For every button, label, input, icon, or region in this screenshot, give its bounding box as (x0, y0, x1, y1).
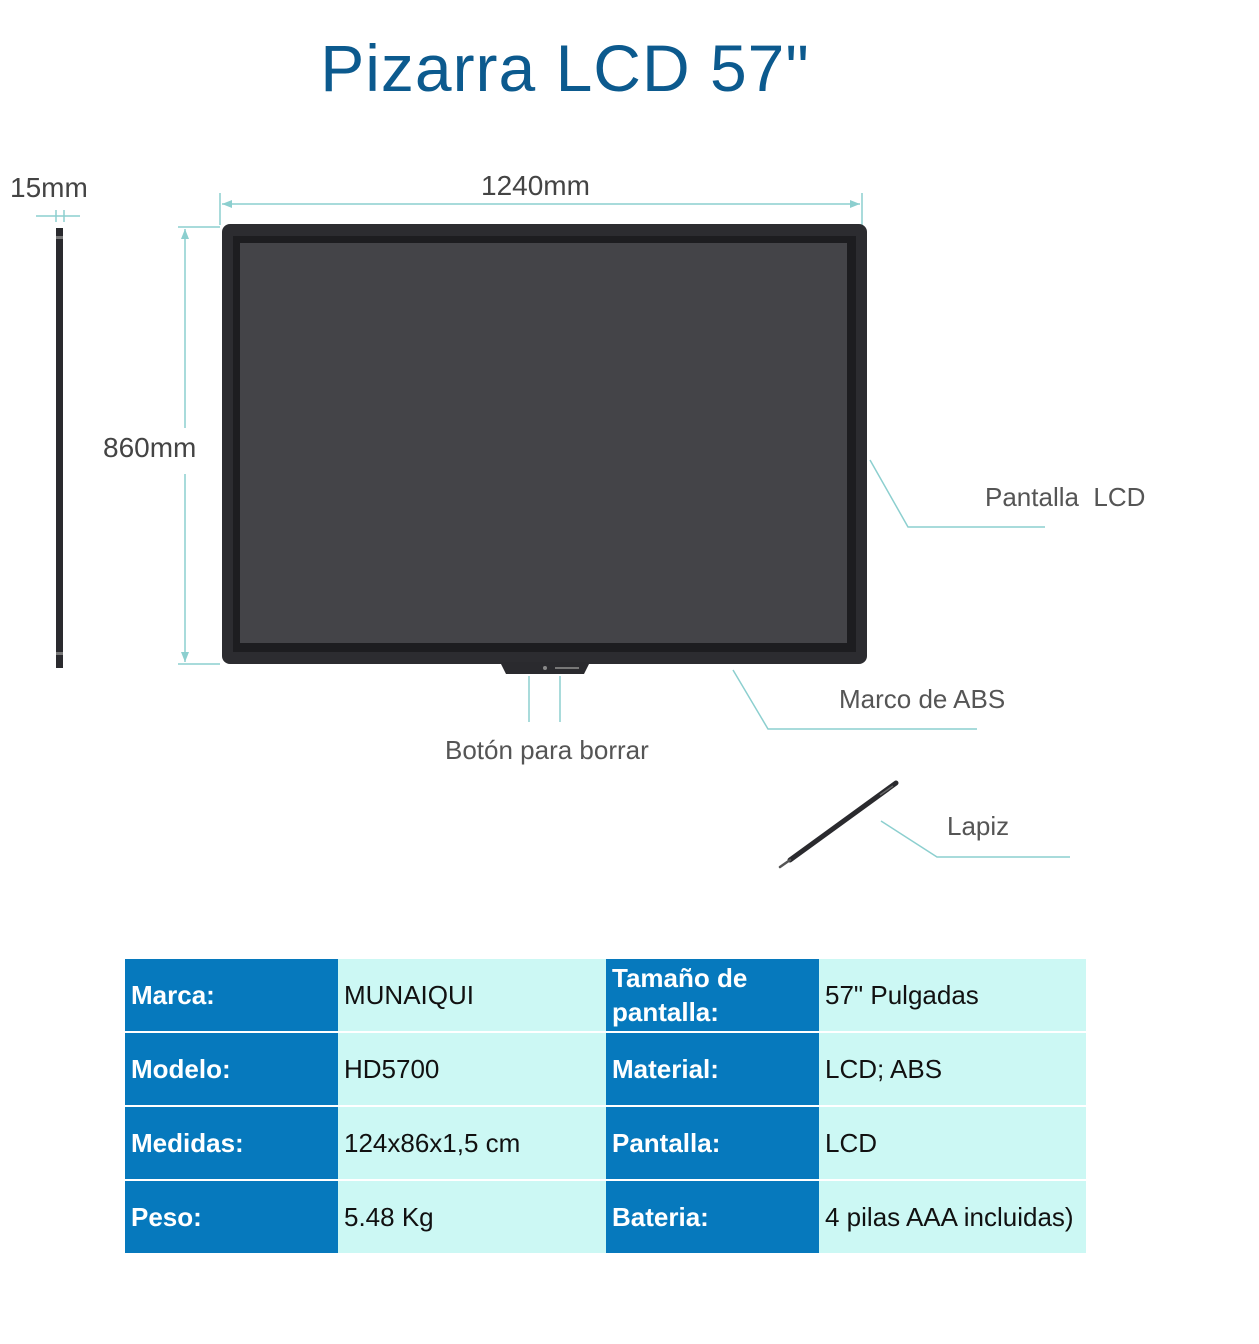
lcd-screen (240, 243, 847, 643)
table-row: Medidas: 124x86x1,5 cm Pantalla: LCD (125, 1106, 1086, 1181)
lcd-board (222, 224, 867, 674)
table-row: Marca: MUNAIQUI Tamaño de pantalla: 57" … (125, 959, 1086, 1033)
width-label: 1240mm (481, 170, 590, 201)
spec-label: Modelo: (125, 1032, 338, 1107)
spec-value: HD5700 (338, 1032, 606, 1107)
spec-label: Tamaño de pantalla: (606, 959, 819, 1033)
frame-callout: Marco de ABS (839, 684, 1006, 714)
page-title: Pizarra LCD 57" (320, 31, 810, 105)
spec-value: 57" Pulgadas (819, 959, 1086, 1033)
pen-leader-line (880, 820, 1070, 858)
spec-label: Material: (606, 1032, 819, 1107)
spec-label: Peso: (125, 1180, 338, 1255)
spec-label: Marca: (125, 959, 338, 1033)
spec-value: 5.48 Kg (338, 1180, 606, 1255)
specs-table: Marca: MUNAIQUI Tamaño de pantalla: 57" … (125, 959, 1086, 1255)
table-row: Modelo: HD5700 Material: LCD; ABS (125, 1032, 1086, 1107)
side-view (36, 210, 80, 668)
product-diagram (36, 193, 1070, 869)
spec-value: LCD; ABS (819, 1032, 1086, 1107)
spec-label: Pantalla: (606, 1106, 819, 1181)
spec-value: LCD (819, 1106, 1086, 1181)
pen-callout: Lapiz (947, 811, 1010, 841)
frame-leader-line (732, 669, 977, 730)
spec-value: 4 pilas AAA incluidas) (819, 1180, 1086, 1255)
spec-value: 124x86x1,5 cm (338, 1106, 606, 1181)
spec-label: Medidas: (125, 1106, 338, 1181)
screen-callout: Pantalla LCD (985, 482, 1146, 512)
spec-value: MUNAIQUI (338, 959, 606, 1033)
width-dimension-line (219, 193, 863, 225)
erase-button-callout: Botón para borrar (445, 735, 649, 765)
spec-label: Bateria: (606, 1180, 819, 1255)
pen-icon (778, 780, 899, 869)
screen-leader-line (869, 459, 1045, 528)
thickness-label: 15mm (10, 172, 88, 203)
height-dimension-line (178, 226, 220, 665)
table-row: Peso: 5.48 Kg Bateria: 4 pilas AAA inclu… (125, 1180, 1086, 1255)
height-label: 860mm (103, 432, 197, 463)
